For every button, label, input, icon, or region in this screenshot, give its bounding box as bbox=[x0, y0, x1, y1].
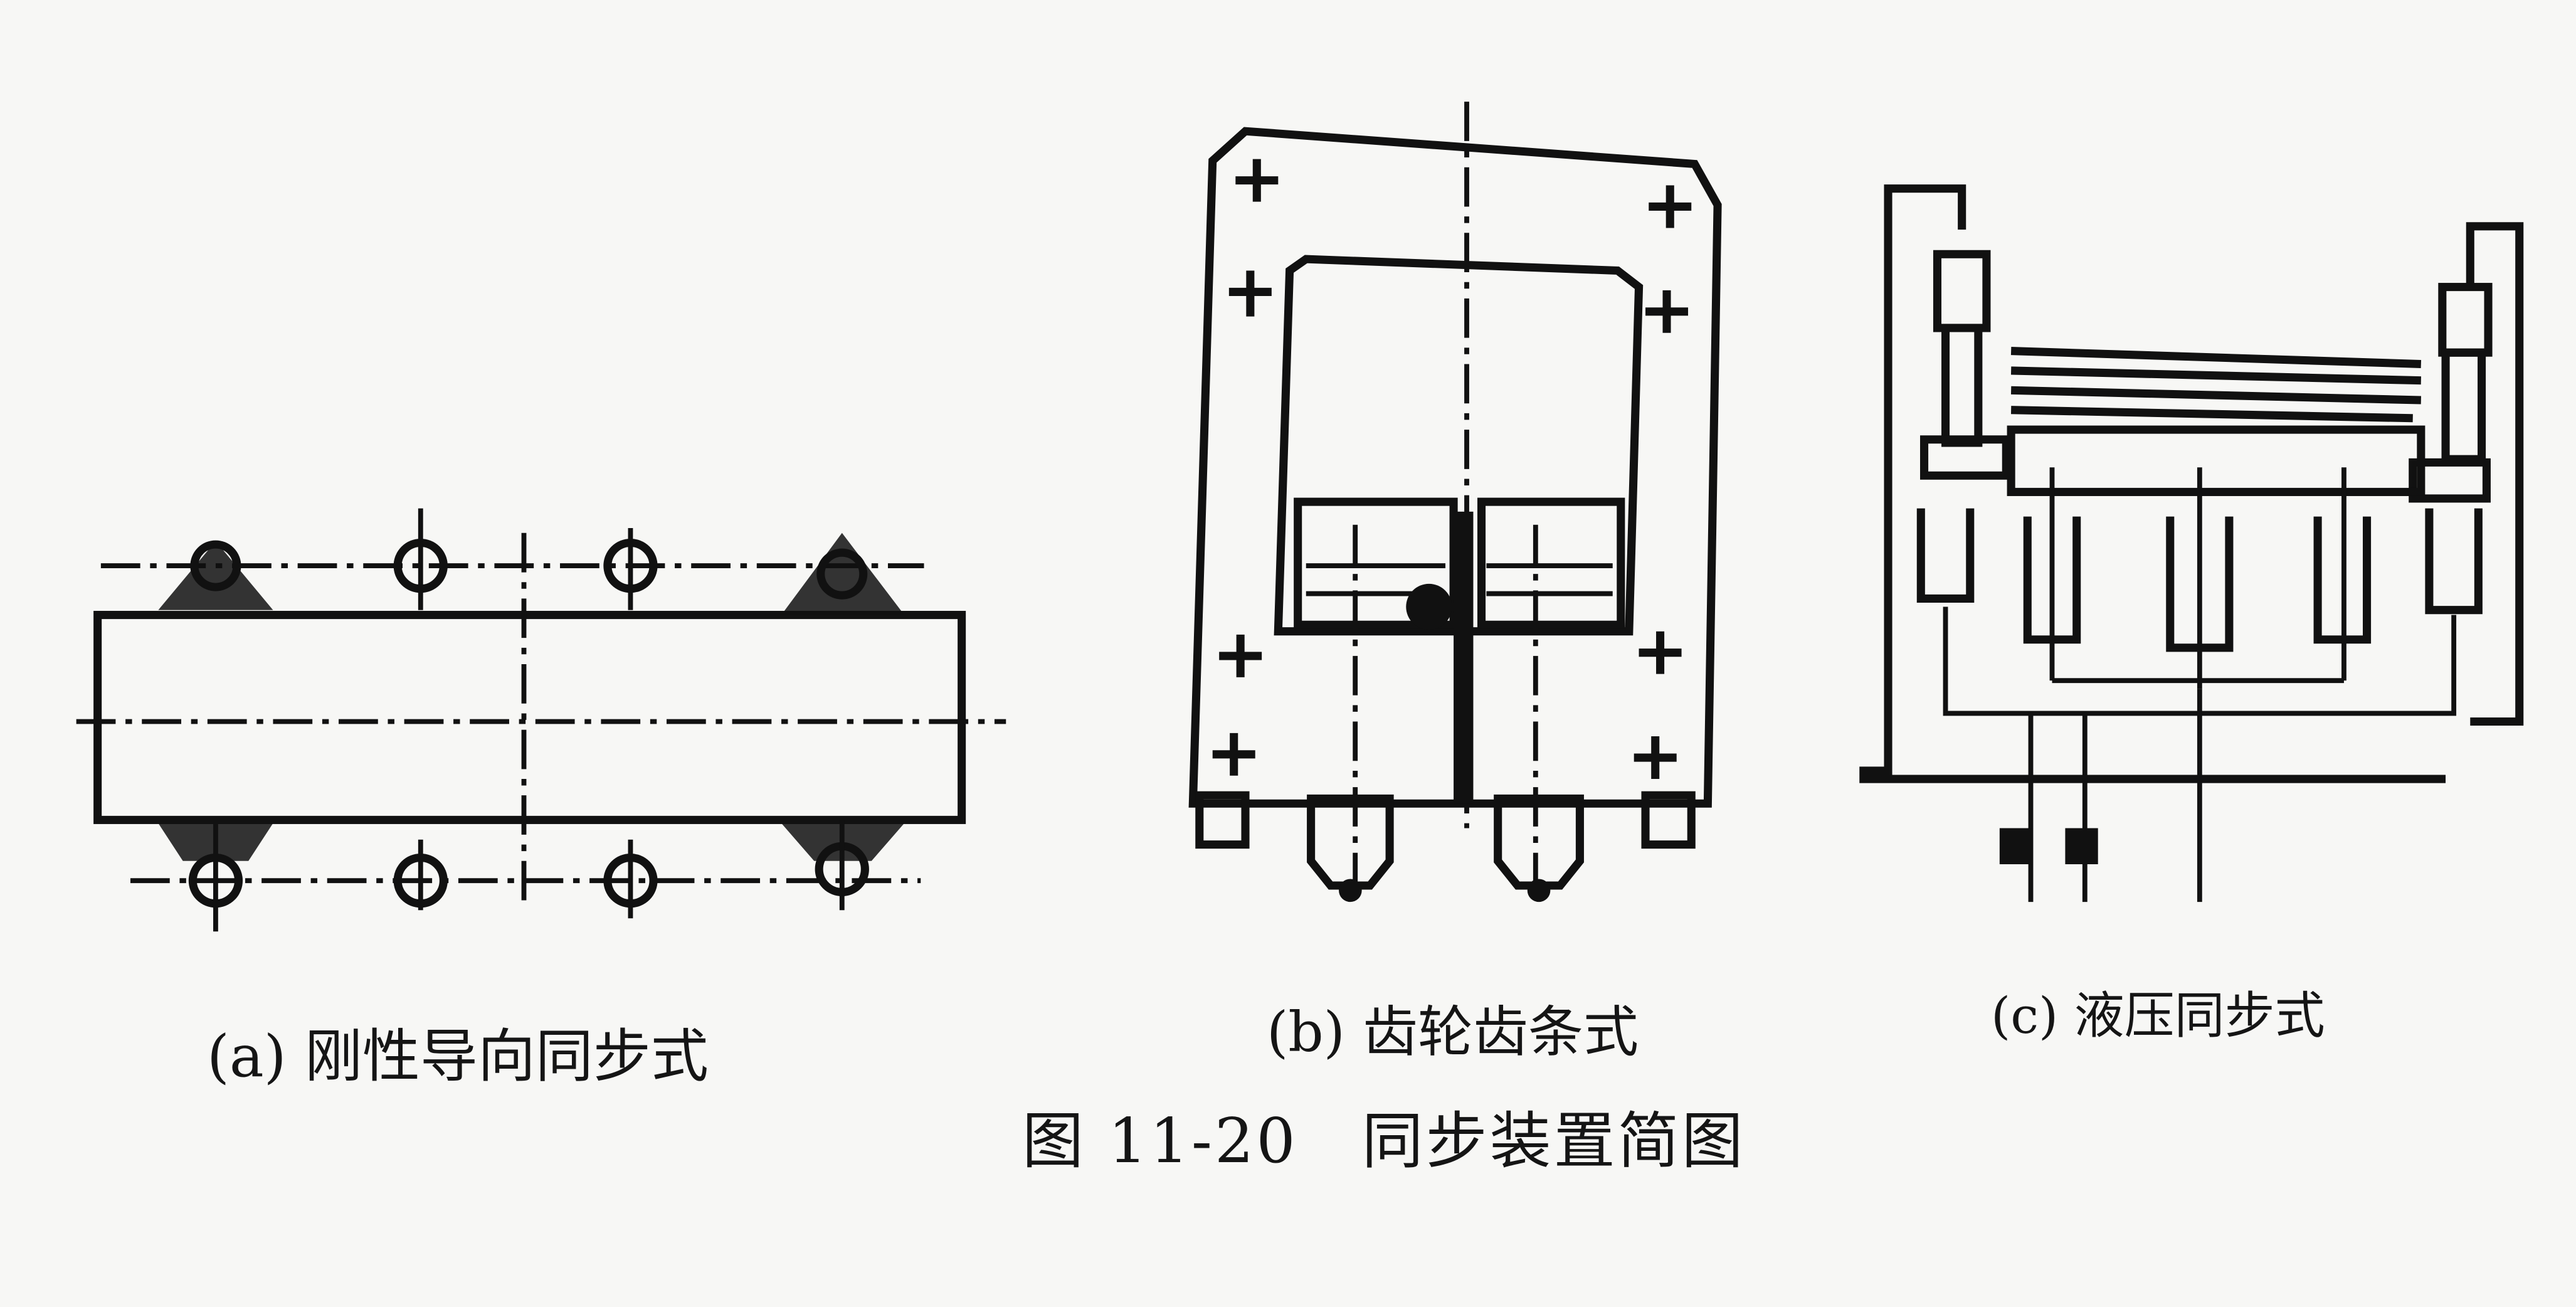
stacked-plates bbox=[2010, 347, 2422, 423]
bottom-guide-wheels bbox=[158, 820, 905, 932]
panel-a-caption: (a) 刚性导向同步式 bbox=[207, 1023, 709, 1090]
figure-caption: 图 11-20 同步装置简图 bbox=[1022, 1106, 1746, 1177]
control-valves bbox=[1999, 828, 2098, 865]
panel-b-caption: (b) 齿轮齿条式 bbox=[1267, 1000, 1639, 1064]
mounting-crosses bbox=[1212, 159, 1692, 780]
pinion-gear bbox=[1406, 583, 1452, 630]
panel-a-rigid-guide bbox=[76, 508, 1006, 932]
panel-c-caption: (c) 液压同步式 bbox=[1991, 987, 2325, 1045]
top-guide-wheels bbox=[158, 508, 905, 615]
panel-b-rack-pinion bbox=[1188, 102, 1722, 902]
panel-c-hydraulic bbox=[1859, 184, 2524, 902]
